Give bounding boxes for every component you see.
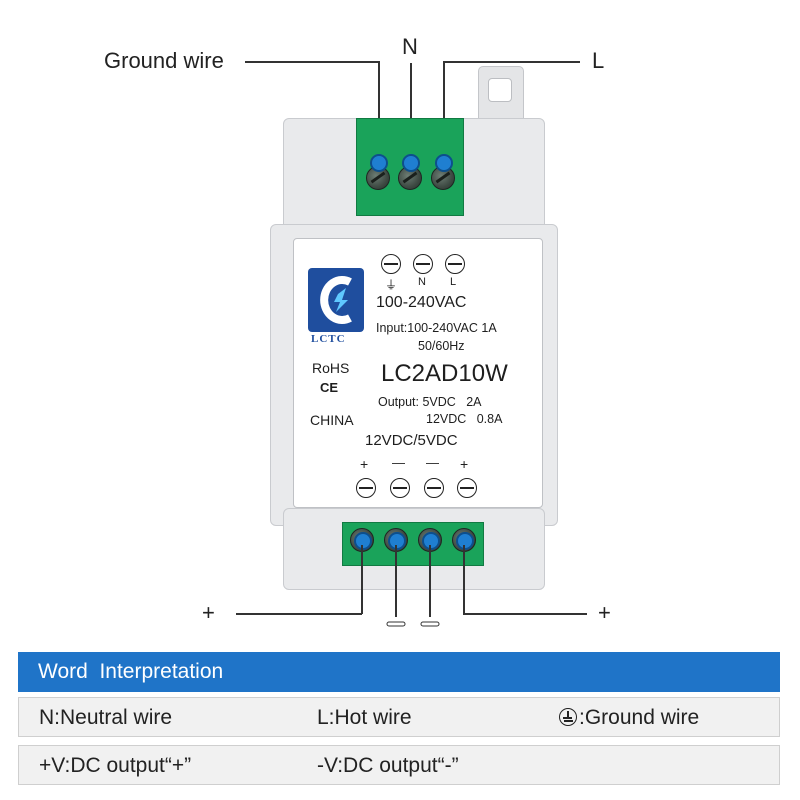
legend-header: Word Interpretation [18, 652, 780, 692]
panel-symbol-label-n: N [418, 276, 426, 288]
legend-dc-plus: +V:DC output“+” [39, 754, 192, 777]
output-pin-4 [456, 532, 474, 550]
legend-neutral: N:Neutral wire [39, 706, 173, 729]
rohs-mark: RoHS [312, 360, 350, 376]
polarity-1: + [360, 456, 369, 472]
legend-row-1: N:Neutral wire L:Hot wire :Ground wire [18, 697, 780, 737]
minus-1-leader-v [395, 545, 397, 617]
panel-symbol-label-l: L [450, 276, 457, 288]
minus-marker-2-icon [420, 621, 440, 627]
panel-symbol-out-1 [356, 478, 376, 498]
output-line-2: 12VDC 0.8A [426, 412, 503, 426]
legend-ground: :Ground wire [559, 706, 699, 730]
plus-right-label: + [598, 600, 611, 625]
output-pin-3 [422, 532, 440, 550]
ground-wire-label: Ground wire [104, 48, 224, 73]
plus-left-label: + [202, 600, 215, 625]
output-line-1: Output: 5VDC 2A [378, 395, 482, 409]
neutral-leader-v [410, 63, 412, 161]
plus-right-leader-v [463, 545, 465, 614]
live-leader-h [443, 61, 580, 63]
legend-live: L:Hot wire [317, 706, 412, 729]
panel-symbol-ground [381, 254, 401, 274]
live-label: L [592, 48, 605, 73]
input-line: Input:100-240VAC 1A [376, 321, 497, 335]
live-leader-v [443, 61, 445, 161]
panel-symbol-out-4 [457, 478, 477, 498]
output-pin-1 [354, 532, 372, 550]
panel-symbol-out-2 [390, 478, 410, 498]
ce-mark: CE [320, 380, 339, 395]
plus-left-leader-v [361, 545, 363, 614]
legend-dc-minus: -V:DC output“-” [317, 754, 459, 777]
input-pin-ground [370, 154, 388, 172]
neutral-label: N [402, 34, 418, 59]
brand-logo-text: LCTC [311, 333, 346, 345]
panel-symbol-label-ground: ⏚ [385, 278, 398, 292]
panel-symbol-out-3 [424, 478, 444, 498]
input-pin-neutral [402, 154, 420, 172]
input-range: 100-240VAC [376, 294, 467, 311]
plus-right-leader-h [463, 613, 587, 615]
legend-title: Word Interpretation [38, 660, 224, 683]
ground-symbol-icon [559, 708, 577, 726]
polarity-3: — [426, 455, 439, 470]
input-pin-live [435, 154, 453, 172]
panel-symbol-live [445, 254, 465, 274]
ground-leader-v [378, 61, 380, 161]
output-pin-2 [388, 532, 406, 550]
minus-marker-1-icon [386, 621, 406, 627]
model-number: LC2AD10W [381, 360, 508, 387]
ground-leader-h [245, 61, 379, 63]
polarity-4: + [460, 456, 469, 472]
plus-left-leader-h [236, 613, 362, 615]
brand-logo-mark-icon [320, 276, 352, 324]
legend-row-2: +V:DC output“+” -V:DC output“-” [18, 745, 780, 785]
output-voltages: 12VDC/5VDC [365, 432, 458, 449]
legend-ground-text: :Ground wire [579, 706, 700, 729]
mounting-tab-hole-top [488, 78, 512, 102]
minus-2-leader-v [429, 545, 431, 617]
frequency: 50/60Hz [418, 339, 465, 353]
panel-symbol-neutral [413, 254, 433, 274]
country-of-origin: CHINA [310, 412, 354, 428]
polarity-2: — [392, 455, 405, 470]
